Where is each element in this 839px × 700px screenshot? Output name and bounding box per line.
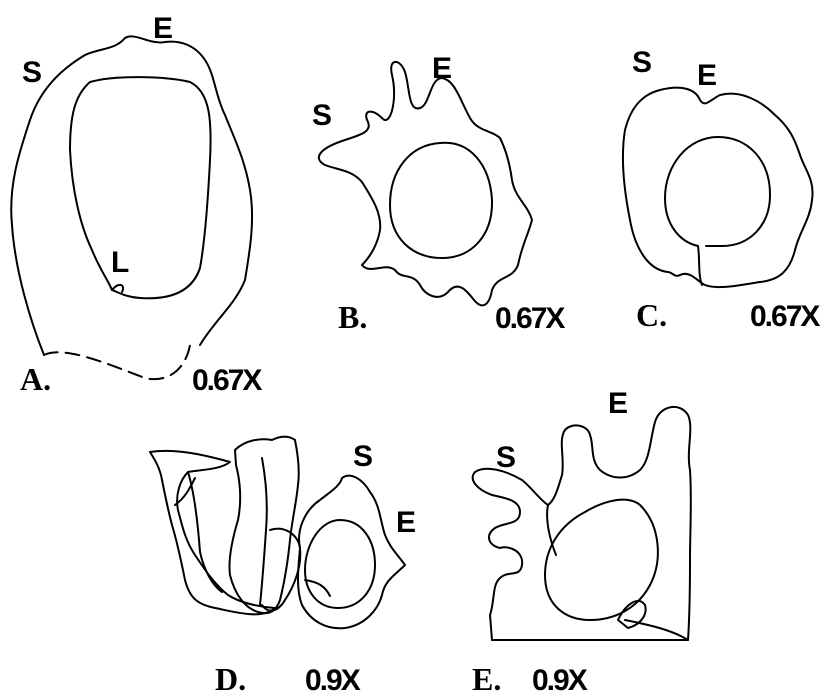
panel-d-label: D.	[215, 661, 246, 697]
panel-a-outer-dashed	[44, 345, 190, 379]
panel-a: S E L A. 0.67X	[11, 12, 262, 397]
panel-c-label: C.	[636, 297, 667, 333]
panel-e-marker-e: E	[608, 387, 628, 420]
panel-a-marker-l: L	[111, 246, 129, 279]
panel-b-inner-outline	[390, 143, 492, 258]
panel-c-scale: 0.67X	[750, 300, 820, 333]
panel-d-scale: 0.9X	[305, 664, 361, 697]
panel-d-center-blade	[229, 437, 298, 613]
panel-c-marker-e: E	[697, 59, 717, 92]
panel-a-marker-e: E	[153, 12, 173, 45]
panel-c-lumen-wall	[698, 246, 702, 285]
panel-e: S E E. 0.9X	[472, 387, 691, 697]
panel-b-label: B.	[338, 299, 367, 335]
panel-c-inner-outline	[665, 137, 770, 246]
panel-b-marker-s: S	[312, 99, 332, 132]
panel-d-marker-s: S	[353, 440, 373, 473]
panel-a-inner-outline	[70, 77, 211, 298]
panel-e-marker-s: S	[496, 441, 516, 474]
panel-b-marker-e: E	[432, 52, 452, 85]
panel-c-outer-outline	[623, 88, 813, 287]
panel-b-outer-outline	[319, 62, 532, 306]
panel-b-scale: 0.67X	[495, 302, 565, 335]
panel-e-base-line	[625, 620, 688, 640]
panel-d-left-frond-inner	[188, 472, 222, 592]
panel-a-label: A.	[20, 361, 51, 397]
panel-e-label: E.	[472, 661, 501, 697]
panel-e-scale: 0.9X	[532, 664, 588, 697]
panel-a-outer-outline	[11, 36, 252, 355]
panel-d-marker-e: E	[396, 506, 416, 539]
panel-b: S E B. 0.67X	[312, 52, 565, 335]
panel-d-center-blade-inner	[260, 458, 267, 605]
panel-d-inner-outline	[305, 520, 375, 608]
panel-d-left-frond	[150, 451, 275, 615]
panel-a-marker-s: S	[22, 56, 42, 89]
panel-d: S E D. 0.9X	[150, 437, 416, 697]
panel-c-marker-s: S	[632, 46, 652, 79]
panel-c: S E C. 0.67X	[623, 46, 820, 333]
panel-a-scale: 0.67X	[192, 364, 262, 397]
